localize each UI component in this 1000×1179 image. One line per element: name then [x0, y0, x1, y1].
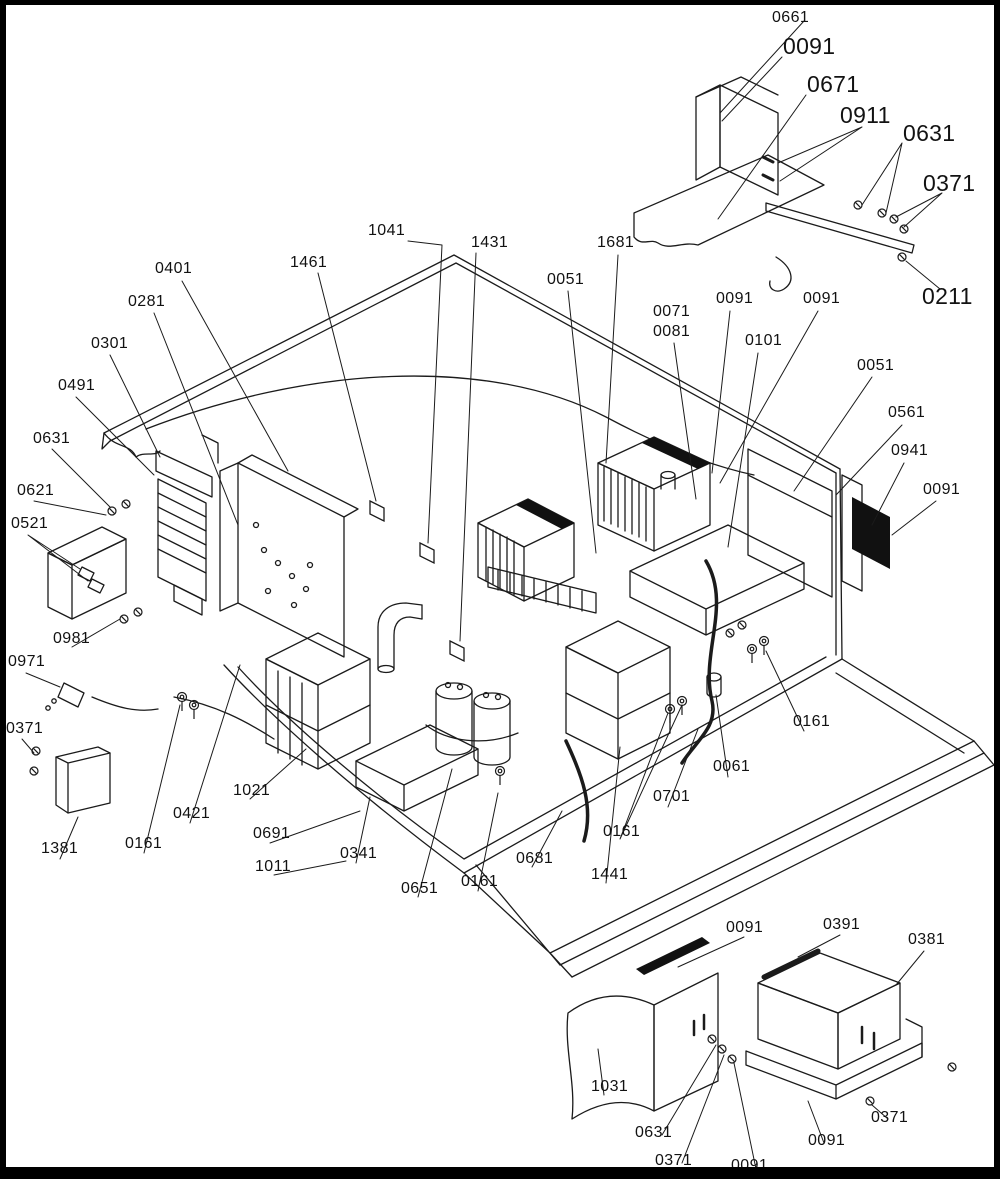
- part-label: 1461: [290, 254, 328, 271]
- part-label: 0911: [840, 102, 891, 128]
- part-label: 0071: [653, 303, 691, 320]
- part-label: 0161: [125, 835, 163, 852]
- part-label: 0371: [871, 1109, 909, 1126]
- part-label: 0091: [803, 290, 841, 307]
- part-label: 0091: [808, 1132, 846, 1149]
- part-label: 0301: [91, 335, 129, 352]
- part-label: 0161: [603, 823, 641, 840]
- part-label: 0691: [253, 825, 291, 842]
- part-label: 0491: [58, 377, 96, 394]
- part-label: 0401: [155, 260, 193, 277]
- part-label: 0081: [653, 323, 691, 340]
- part-label: 0391: [823, 916, 861, 933]
- part-label: 0421: [173, 805, 211, 822]
- part-label: 0211: [922, 283, 973, 309]
- part-label: 1381: [41, 840, 79, 857]
- exploded-view-drawing: [21, 20, 994, 1167]
- part-label: 1041: [368, 222, 406, 239]
- part-label: 0161: [461, 873, 499, 890]
- part-label: 0281: [128, 293, 166, 310]
- part-label: 1441: [591, 866, 629, 883]
- part-label: 0091: [716, 290, 754, 307]
- part-label: 0371: [655, 1152, 693, 1169]
- part-label: 0941: [891, 442, 929, 459]
- part-label: 0091: [731, 1157, 769, 1174]
- part-label: 0631: [635, 1124, 673, 1141]
- part-label: 0381: [908, 931, 946, 948]
- part-label: 1031: [591, 1078, 629, 1095]
- part-label: 0051: [547, 271, 585, 288]
- label-layer: 0661 0091 0671 0911 0631 0371 0211 1041 1431 1461…: [6, 5, 994, 1169]
- part-label: 0661: [772, 9, 810, 26]
- part-label: 0091: [726, 919, 764, 936]
- part-label: 0091: [923, 481, 961, 498]
- part-label: 0671: [807, 71, 860, 97]
- part-label: 1431: [471, 234, 509, 251]
- part-label: 1011: [255, 858, 292, 875]
- part-label: 0981: [53, 630, 91, 647]
- part-label: 0091: [783, 33, 836, 59]
- part-label: 0631: [33, 430, 71, 447]
- part-label: 0561: [888, 404, 926, 421]
- part-label: 0101: [745, 332, 783, 349]
- part-label: 0371: [6, 720, 44, 737]
- part-label: 0701: [653, 788, 691, 805]
- part-label: 0371: [923, 170, 976, 196]
- part-label: 0521: [11, 515, 49, 532]
- part-label: 0651: [401, 880, 439, 897]
- part-label: 0161: [793, 713, 831, 730]
- part-label: 0061: [713, 758, 751, 775]
- part-label: 0051: [857, 357, 895, 374]
- part-label: 0621: [17, 482, 55, 499]
- part-label: 1681: [597, 234, 635, 251]
- part-label: 0631: [903, 120, 956, 146]
- part-label: 0341: [340, 845, 378, 862]
- part-label: 0971: [8, 653, 46, 670]
- part-label: 0681: [516, 850, 554, 867]
- part-label: 1021: [233, 782, 271, 799]
